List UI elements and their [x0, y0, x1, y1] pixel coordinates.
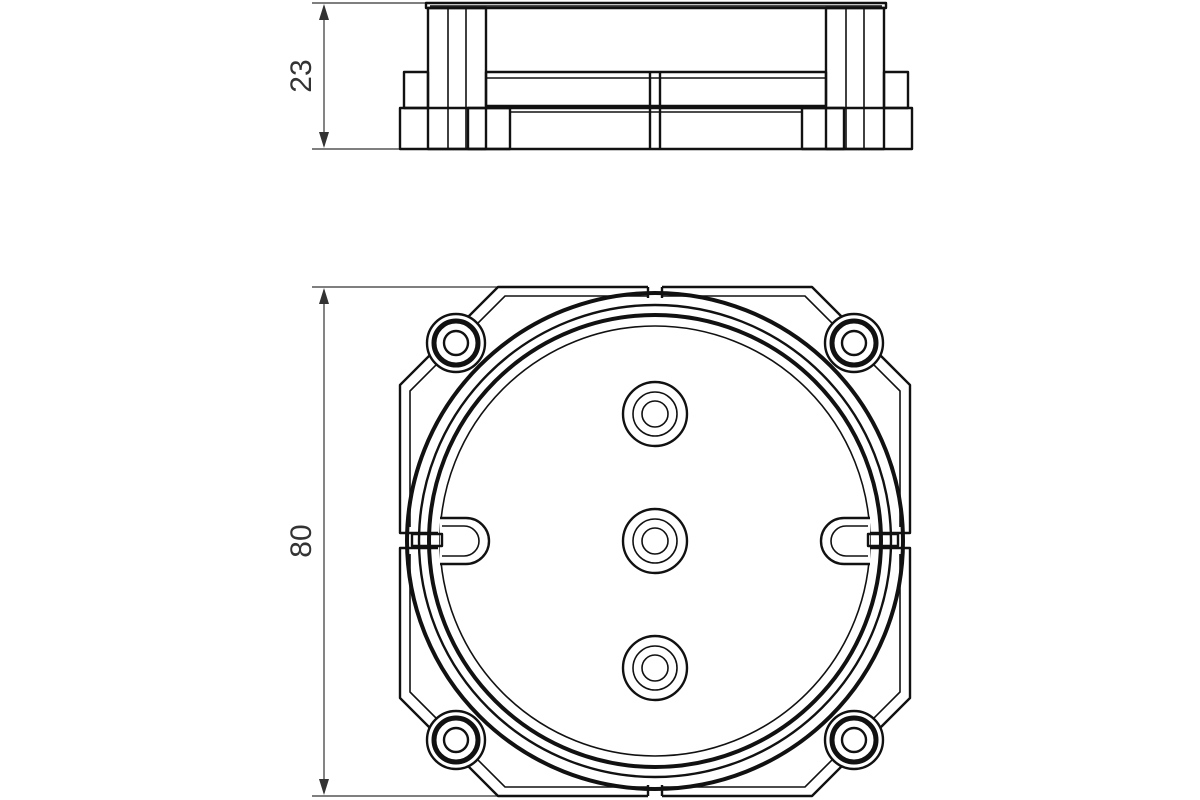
center-hole-middle [621, 507, 689, 575]
top-view: 80 [285, 285, 912, 798]
dimension-width: 80 [285, 286, 500, 797]
height-dimension-label: 23 [285, 59, 318, 92]
corner-boss-bottom-left [425, 709, 487, 771]
corner-boss-bottom-right [823, 709, 885, 771]
right-tab [817, 516, 900, 566]
center-hole-top [621, 380, 689, 448]
width-dimension-label: 80 [285, 524, 318, 557]
corner-boss-top-right [823, 312, 885, 374]
center-hole-bottom [621, 634, 689, 702]
dimension-height: 23 [285, 2, 430, 150]
left-tab [410, 516, 494, 566]
corner-boss-top-left [425, 312, 487, 374]
side-view: 23 [285, 1, 914, 151]
